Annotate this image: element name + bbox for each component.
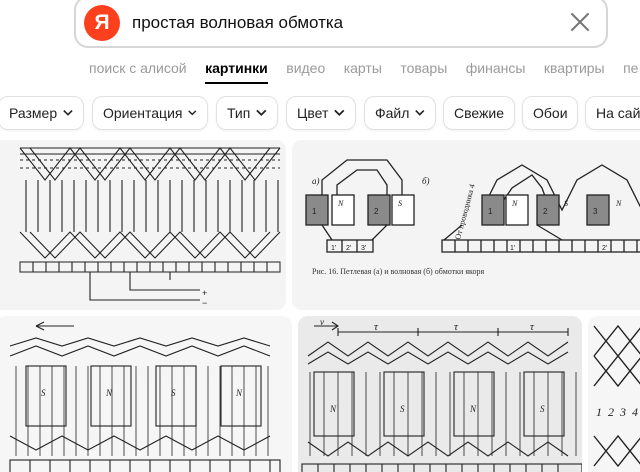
svg-text:−: − [202,298,207,308]
tab-more[interactable]: пе [623,60,639,76]
coil-label: N [511,199,518,208]
fragment-number: 3 [619,405,626,419]
pole-pitch-winding-image: v τ τ τ N S N S [298,316,582,472]
filter-on-site[interactable]: На сайт [585,96,640,130]
tab-maps[interactable]: карты [343,60,382,76]
winding-fragment-image: 1 2 3 4 [588,316,640,472]
result-image-3[interactable]: S N S N B1 A1 B2 A2 [0,316,292,472]
pole-label: N [105,388,113,398]
pole-label: S [540,404,545,414]
chevron-down-icon [256,109,267,117]
search-tabs: поиск с алисой картинки видео карты това… [89,60,640,94]
winding-diagram-image: + − [0,140,286,310]
segment-label: 1' [510,245,515,252]
filter-label: Тип [227,105,251,121]
segment-label: 3' [361,245,366,252]
result-image-1[interactable]: + − [0,140,286,310]
coil-label: 3 [593,207,598,216]
filter-file[interactable]: Файл [364,96,436,130]
fragment-number: 2 [608,405,614,419]
search-input[interactable]: простая волновая обмотка [132,13,344,32]
pole-label: N [235,388,243,398]
segment-label: 2' [346,245,351,252]
filter-label: На сайт [596,105,640,121]
coil-label: S [564,199,568,208]
filter-type[interactable]: Тип [216,96,278,130]
coil-label: 1 [488,207,493,216]
coil-label: N [615,199,622,208]
pole-label: S [171,388,176,398]
pole-label: N [329,404,337,414]
coil-label: 2 [543,207,548,216]
wave-winding-poles-image: S N S N B1 A1 B2 A2 [0,316,292,472]
segment-label: 2' [602,245,607,252]
tab-video[interactable]: видео [286,60,326,76]
filter-color[interactable]: Цвет [286,96,356,130]
filter-fresh[interactable]: Свежие [443,96,515,130]
filter-label: Размер [9,105,58,121]
pitch-label: τ [530,321,535,333]
pitch-label: τ [454,321,459,333]
chevron-down-icon [334,109,345,117]
speed-label: v [320,317,324,327]
tab-apartments[interactable]: квартиры [543,60,605,76]
chevron-down-icon [415,110,425,116]
lap-wave-winding-image: а) б) От проводника 4 1 N 2 S 1 N 2 S 3 … [292,140,640,310]
close-icon[interactable] [568,10,592,34]
chevron-down-icon [188,110,197,116]
filter-label: Файл [375,105,410,121]
svg-text:+: + [202,288,207,298]
search-bar[interactable]: Я простая волновая обмотка [74,0,608,48]
filter-orientation[interactable]: Ориентация [92,96,208,130]
fragment-number: 4 [632,405,638,419]
tab-images[interactable]: картинки [205,60,268,84]
filter-size[interactable]: Размер [0,96,84,130]
result-image-4[interactable]: v τ τ τ N S N S [298,316,582,472]
pole-label: N [469,404,477,414]
label-a: а) [312,176,320,186]
segment-label: 1' [331,245,336,252]
filter-label: Цвет [297,105,329,121]
coil-label: 2 [374,207,379,216]
label-b: б) [422,176,430,186]
coil-label: N [337,199,344,208]
header: Я простая волновая обмотка поиск с алисо… [0,0,640,140]
coil-label: S [398,199,402,208]
filter-label: Свежие [454,105,504,121]
result-image-5[interactable]: 1 2 3 4 [588,316,640,472]
filter-label: Обои [533,105,568,121]
result-image-2[interactable]: а) б) От проводника 4 1 N 2 S 1 N 2 S 3 … [292,140,640,310]
yandex-logo[interactable]: Я [84,5,120,41]
tab-products[interactable]: товары [400,60,448,76]
pole-label: S [400,404,405,414]
tab-alice[interactable]: поиск с алисой [89,60,187,76]
filter-wallpapers[interactable]: Обои [522,96,578,130]
coil-label: 1 [312,207,317,216]
pole-label: S [41,388,46,398]
filter-label: Ориентация [103,105,183,121]
figure-caption: Рис. 16. Петлевая (а) и волновая (б) обм… [312,267,484,276]
fragment-number: 1 [596,405,602,419]
pitch-label: τ [374,321,379,333]
tab-finance[interactable]: финансы [465,60,526,76]
chevron-down-icon [63,109,73,116]
